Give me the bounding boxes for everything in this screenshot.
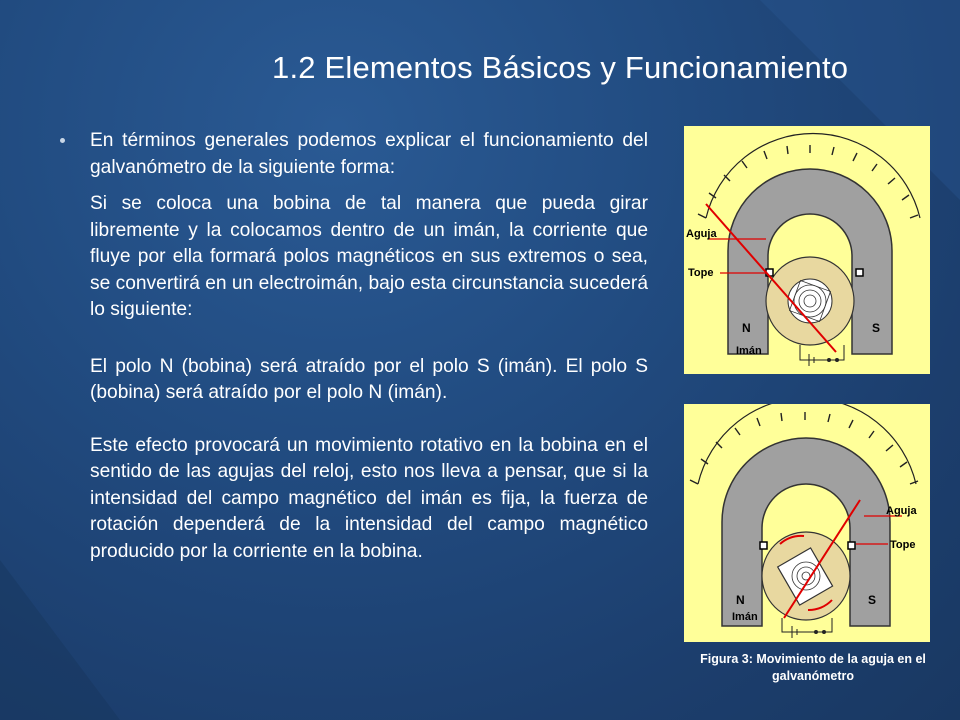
paragraph-coil: Si se coloca una bobina de tal manera qu… bbox=[90, 193, 648, 320]
label-iman: Imán bbox=[736, 345, 762, 357]
label-aguja: Aguja bbox=[886, 505, 917, 517]
paragraph-poles: El polo N (bobina) será atraído por el p… bbox=[90, 355, 648, 404]
galvanometer-diagram-2: Aguja Tope N S Imán bbox=[684, 404, 930, 642]
figure-caption: Figura 3: Movimiento de la aguja en el g… bbox=[700, 652, 926, 683]
label-iman: Imán bbox=[732, 611, 758, 623]
slide-body: En términos generales podemos explicar e… bbox=[60, 128, 648, 565]
galvanometer-diagram-1: Aguja Tope N S Imán bbox=[684, 126, 930, 374]
galvanometer-figure-2: Aguja Tope N S Imán bbox=[684, 404, 930, 642]
label-north: N bbox=[736, 593, 745, 607]
label-tope: Tope bbox=[688, 267, 713, 279]
label-tope: Tope bbox=[890, 539, 915, 551]
paragraph-intro: En términos generales podemos explicar e… bbox=[90, 130, 648, 178]
label-south: S bbox=[868, 593, 876, 607]
slide-title: 1.2 Elementos Básicos y Funcionamiento bbox=[272, 50, 849, 85]
label-south: S bbox=[872, 321, 880, 335]
bullet-icon bbox=[60, 138, 65, 143]
galvanometer-figure-1: Aguja Tope N S Imán bbox=[684, 126, 930, 374]
paragraph-effect: Este efecto provocará un movimiento rota… bbox=[90, 434, 648, 562]
bullet-item: En términos generales podemos explicar e… bbox=[60, 128, 648, 181]
label-aguja: Aguja bbox=[686, 228, 717, 240]
label-north: N bbox=[742, 321, 751, 335]
